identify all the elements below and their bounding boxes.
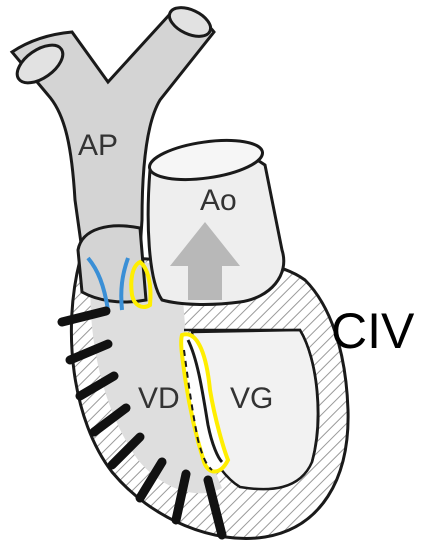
label-left-ventricle: VG xyxy=(230,382,273,415)
label-pulmonary-artery: AP xyxy=(78,129,118,162)
label-defect: CIV xyxy=(331,303,415,359)
label-right-ventricle: VD xyxy=(138,382,180,415)
label-aorta: Ao xyxy=(200,184,237,217)
